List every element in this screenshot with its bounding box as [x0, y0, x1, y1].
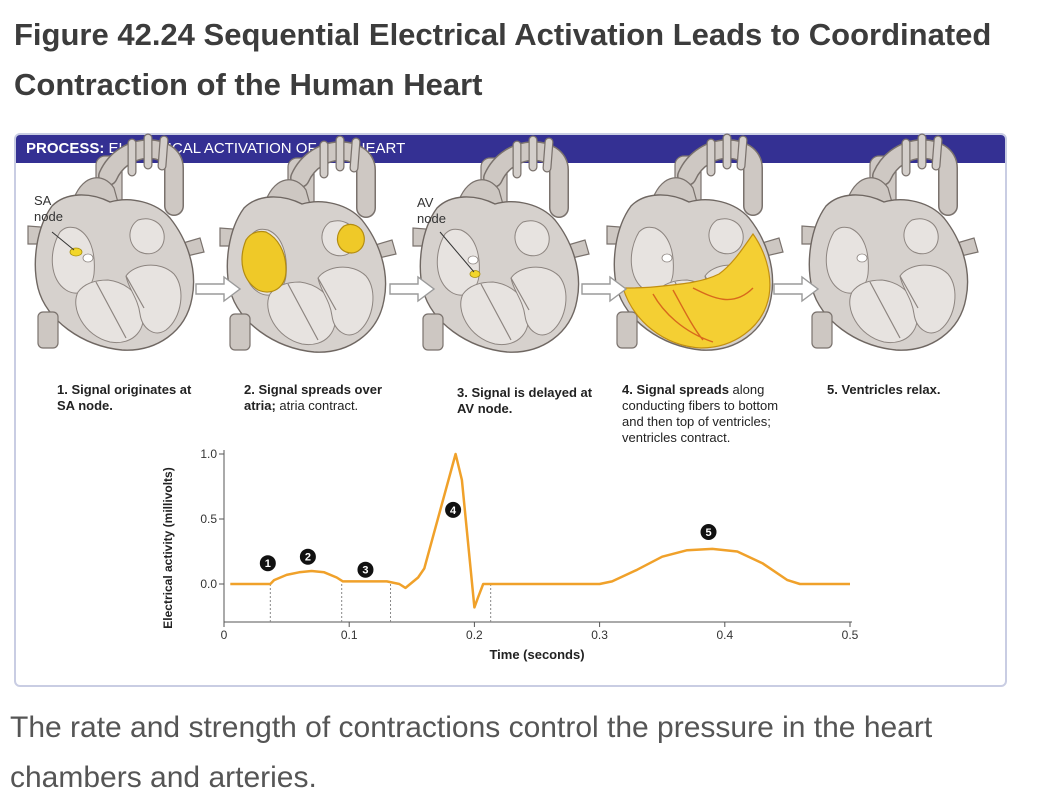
step-3-bold: 3. Signal is delayed at AV node.	[457, 385, 592, 416]
sa-node-highlight	[70, 248, 82, 256]
heart-4	[607, 138, 783, 350]
figure-caption: The rate and strength of contractions co…	[10, 703, 1040, 803]
step-2-rest: atria contract.	[276, 398, 358, 413]
heart-diagram-row	[0, 0, 1052, 390]
sa-node-label-line1: SA	[34, 193, 63, 209]
step-5-bold: 5. Ventricles relax.	[827, 382, 940, 397]
heart-2	[220, 140, 396, 352]
step-1-label: 1. Signal originates at SA node.	[57, 382, 207, 414]
heart-3	[413, 140, 589, 352]
sa-node-label-line2: node	[34, 209, 63, 225]
step-1-bold: 1. Signal originates at SA node.	[57, 382, 191, 413]
av-node-label-line2: node	[417, 211, 446, 227]
step-4-label: 4. Signal spreads along conducting fiber…	[622, 382, 787, 446]
av-node-highlight	[470, 271, 480, 278]
sa-node-label: SA node	[34, 193, 63, 225]
step-2-label: 2. Signal spreads over atria; atria cont…	[244, 382, 404, 414]
av-node-label-line1: AV	[417, 195, 446, 211]
heart-5	[802, 138, 978, 350]
step-3-label: 3. Signal is delayed at AV node.	[457, 385, 597, 417]
heart-1	[28, 138, 204, 350]
step-5-label: 5. Ventricles relax.	[827, 382, 987, 398]
atria-activation-left	[337, 224, 364, 252]
av-node-label: AV node	[417, 195, 446, 227]
step-4-bold: 4. Signal spreads	[622, 382, 729, 397]
